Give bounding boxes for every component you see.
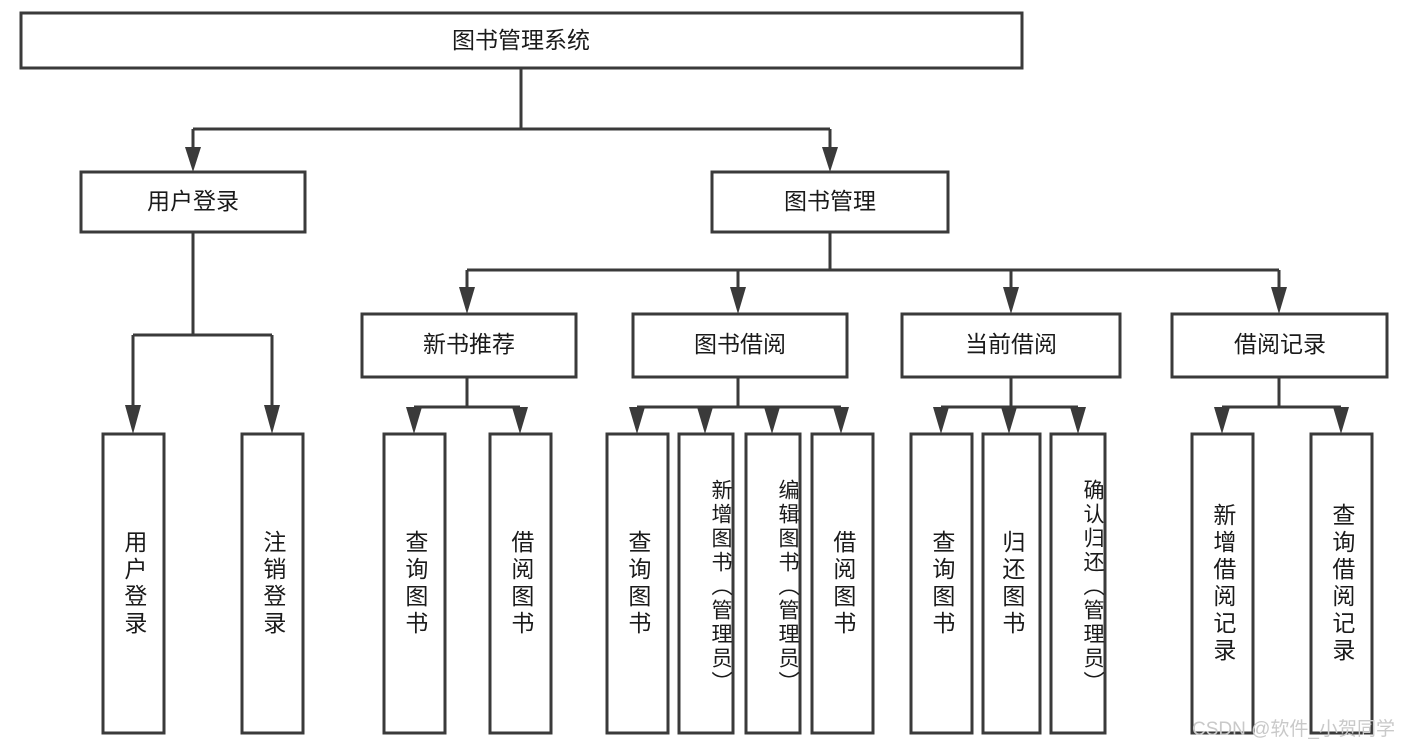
arrow-head-leaf-user-login — [125, 405, 141, 434]
leaf-return-book[interactable]: 归还图书 — [981, 432, 1042, 735]
leaf-query-book-1-box[interactable] — [382, 432, 447, 735]
leaf-query-book-3[interactable]: 查询图书 — [909, 432, 974, 735]
leaf-borrow-book-1[interactable]: 借阅图书 — [488, 432, 553, 735]
node-current-borrow-label: 当前借阅 — [965, 331, 1057, 357]
node-root-label: 图书管理系统 — [452, 27, 590, 53]
arrow-head-book-borrow — [730, 287, 746, 314]
leaf-query-book-2[interactable]: 查询图书 — [605, 432, 670, 735]
leaf-edit-book-box[interactable] — [744, 432, 802, 735]
node-book-borrow[interactable]: 图书借阅 — [631, 312, 849, 379]
arrow-head-bb-leaf1 — [629, 407, 645, 434]
arrow-head-user-login — [185, 147, 201, 172]
leaf-query-record-text-wrap: 查询借阅记录 — [1328, 502, 1355, 665]
arrow-head-bb-leaf4 — [833, 407, 849, 434]
node-borrow-record-label: 借阅记录 — [1234, 331, 1326, 357]
arrow-head-new-book — [459, 287, 475, 314]
leaf-query-book-1-text-wrap: 查询图书 — [401, 529, 428, 638]
connector-layer — [125, 68, 1349, 434]
leaf-query-book-3-box[interactable] — [909, 432, 974, 735]
arrow-head-cb-leaf3 — [1070, 407, 1086, 434]
leaf-add-book-box[interactable] — [677, 432, 735, 735]
arrow-head-bb-leaf2 — [697, 407, 713, 434]
arrow-head-bb-leaf3 — [764, 407, 780, 434]
leaf-borrow-book-1-vtext: 借阅图书 — [507, 529, 534, 638]
arrow-head-current-borrow — [1003, 287, 1019, 314]
arrow-head-cb-leaf2 — [1001, 407, 1017, 434]
leaf-logout-login-text-wrap: 注销登录 — [259, 529, 286, 638]
node-current-borrow-box[interactable] — [900, 312, 1122, 379]
node-root[interactable]: 图书管理系统 — [19, 11, 1024, 70]
leaf-return-book-text-wrap: 归还图书 — [998, 529, 1025, 638]
csdn-watermark: CSDN @软件_小贺同学 — [1192, 718, 1395, 740]
leaf-logout-login-box[interactable] — [240, 432, 305, 735]
node-book-manage[interactable]: 图书管理 — [710, 170, 950, 234]
arrow-head-br-leaf2 — [1333, 407, 1349, 434]
node-borrow-record[interactable]: 借阅记录 — [1170, 312, 1389, 379]
leaf-edit-book-vtext: 编辑图书（管理员） — [776, 478, 799, 695]
leaf-borrow-book-2[interactable]: 借阅图书 — [810, 432, 875, 735]
leaf-confirm-return-box[interactable] — [1049, 432, 1107, 735]
arrow-head-cb-leaf1 — [933, 407, 949, 434]
leaf-borrow-book-2-vtext: 借阅图书 — [829, 529, 856, 638]
leaf-edit-book-text-wrap: 编辑图书（管理员） — [776, 478, 799, 695]
leaf-query-book-1[interactable]: 查询图书 — [382, 432, 447, 735]
leaf-query-record-vtext: 查询借阅记录 — [1328, 502, 1355, 665]
leaf-borrow-book-1-box[interactable] — [488, 432, 553, 735]
leaf-add-book-text-wrap: 新增图书（管理员） — [709, 478, 732, 695]
leaf-add-record[interactable]: 新增借阅记录 — [1190, 432, 1255, 735]
arrow-head-borrow-record — [1271, 287, 1287, 314]
node-current-borrow[interactable]: 当前借阅 — [900, 312, 1122, 379]
leaf-user-login[interactable]: 用户登录 — [101, 432, 166, 735]
leaf-add-record-text-wrap: 新增借阅记录 — [1209, 502, 1236, 665]
node-book-borrow-box[interactable] — [631, 312, 849, 379]
leaf-borrow-book-2-box[interactable] — [810, 432, 875, 735]
leaf-user-login-box[interactable] — [101, 432, 166, 735]
node-book-borrow-label: 图书借阅 — [694, 331, 786, 357]
leaf-query-book-2-box[interactable] — [605, 432, 670, 735]
node-new-book-recommend-box[interactable] — [360, 312, 578, 379]
node-book-manage-label: 图书管理 — [784, 188, 876, 214]
leaf-logout-login-vtext: 注销登录 — [259, 529, 286, 638]
leaf-add-record-vtext: 新增借阅记录 — [1209, 502, 1236, 665]
leaf-logout-login[interactable]: 注销登录 — [240, 432, 305, 735]
leaf-borrow-book-1-text-wrap: 借阅图书 — [507, 529, 534, 638]
leaf-confirm-return-text-wrap: 确认归还（管理员） — [1081, 478, 1104, 695]
leaf-query-record-box[interactable] — [1309, 432, 1374, 735]
node-book-manage-box[interactable] — [710, 170, 950, 234]
leaf-query-record[interactable]: 查询借阅记录 — [1309, 432, 1374, 735]
arrow-head-leaf-logout — [264, 405, 280, 434]
arrow-head-nb-leaf2 — [512, 407, 528, 434]
leaf-user-login-text-wrap: 用户登录 — [120, 529, 147, 638]
leaf-query-book-1-vtext: 查询图书 — [401, 529, 428, 638]
leaf-confirm-return-vtext: 确认归还（管理员） — [1081, 478, 1104, 695]
arrow-head-book-manage — [822, 147, 838, 172]
leaf-add-record-box[interactable] — [1190, 432, 1255, 735]
node-new-book-recommend-label: 新书推荐 — [423, 331, 515, 357]
leaf-confirm-return[interactable]: 确认归还（管理员） — [1049, 432, 1107, 735]
leaf-return-book-vtext: 归还图书 — [998, 529, 1025, 638]
node-root-box[interactable] — [19, 11, 1024, 70]
leaf-return-book-box[interactable] — [981, 432, 1042, 735]
leaf-query-book-2-text-wrap: 查询图书 — [624, 529, 651, 638]
node-borrow-record-box[interactable] — [1170, 312, 1389, 379]
leaf-add-book[interactable]: 新增图书（管理员） — [677, 432, 735, 735]
leaf-edit-book[interactable]: 编辑图书（管理员） — [744, 432, 802, 735]
arrow-head-nb-leaf1 — [406, 407, 422, 434]
leaf-query-book-2-vtext: 查询图书 — [624, 529, 651, 638]
leaf-query-book-3-vtext: 查询图书 — [928, 529, 955, 638]
leaf-add-book-vtext: 新增图书（管理员） — [709, 478, 732, 695]
node-user-login-label: 用户登录 — [147, 188, 239, 214]
node-new-book-recommend[interactable]: 新书推荐 — [360, 312, 578, 379]
leaf-user-login-vtext: 用户登录 — [120, 529, 147, 638]
leaf-query-book-3-text-wrap: 查询图书 — [928, 529, 955, 638]
arrow-head-br-leaf1 — [1214, 407, 1230, 434]
node-user-login-box[interactable] — [79, 170, 307, 234]
leaf-borrow-book-2-text-wrap: 借阅图书 — [829, 529, 856, 638]
node-user-login[interactable]: 用户登录 — [79, 170, 307, 234]
